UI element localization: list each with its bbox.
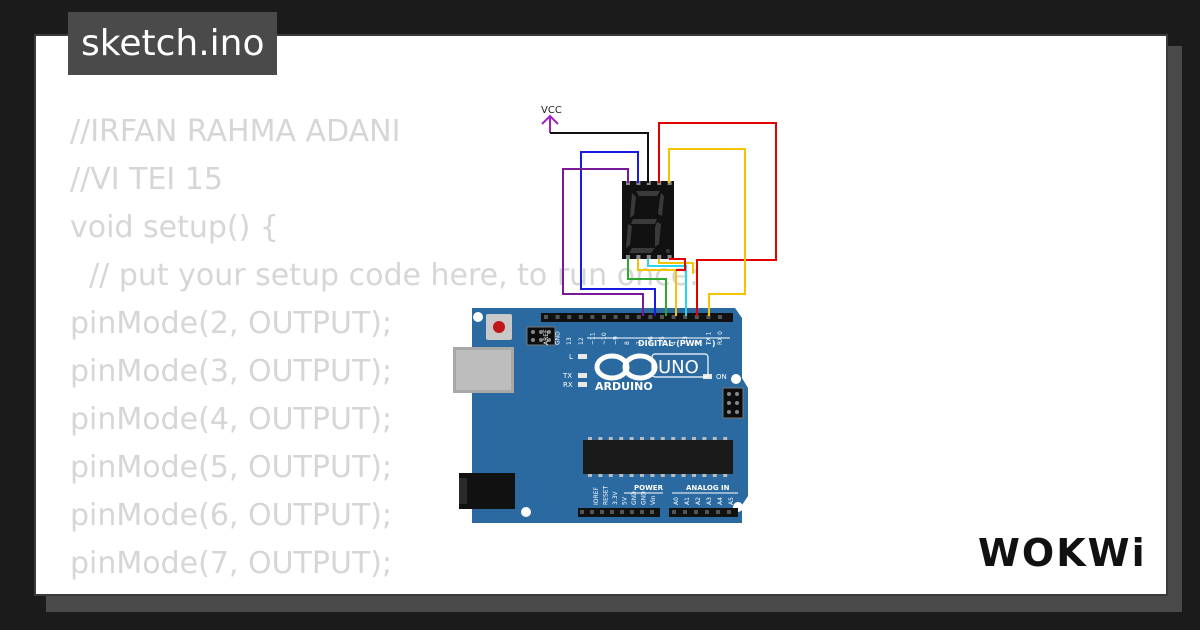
svg-text:RX: RX bbox=[563, 381, 573, 389]
digital-pin-label: 12 bbox=[578, 337, 585, 345]
digital-header-label: DIGITAL (PWM ~) bbox=[638, 339, 716, 348]
digital-pin-label: ~10 bbox=[601, 332, 608, 345]
digital-pin-label: ~11 bbox=[589, 332, 596, 345]
uno-model-text: UNO bbox=[658, 357, 699, 378]
svg-text:L: L bbox=[569, 353, 573, 361]
analog-header bbox=[669, 508, 738, 517]
power-jack bbox=[459, 473, 515, 509]
digital-pin-label: ~5 bbox=[659, 336, 666, 345]
code-line: pinMode(7, OUTPUT); bbox=[70, 546, 393, 581]
digital-pin-label: TX 1 bbox=[705, 331, 712, 346]
power-pin-label: GND bbox=[641, 491, 648, 505]
power-pin-label: RESET bbox=[603, 485, 610, 505]
digital-pin-label: 2 bbox=[694, 341, 701, 345]
vcc-symbol: VCC bbox=[541, 105, 562, 133]
wokwi-logo-text: WOKWi bbox=[978, 531, 1147, 574]
analog-pin-label: A4 bbox=[717, 497, 724, 505]
file-name-tab[interactable]: sketch.ino bbox=[68, 12, 278, 75]
analog-pin-label: A2 bbox=[695, 497, 702, 505]
analog-label: ANALOG IN bbox=[686, 484, 730, 492]
svg-text:ON: ON bbox=[716, 373, 727, 381]
code-line: pinMode(2, OUTPUT); bbox=[70, 306, 393, 341]
power-label: POWER bbox=[634, 484, 664, 492]
code-line: pinMode(5, OUTPUT); bbox=[70, 450, 393, 485]
vcc-label: VCC bbox=[541, 105, 562, 116]
power-pin-label: GND bbox=[631, 491, 638, 505]
digital-pin-label: 4 bbox=[671, 341, 678, 345]
seven-segment-display[interactable] bbox=[622, 181, 674, 259]
digital-pin-label: 8 bbox=[624, 341, 631, 345]
arduino-infinity-logo bbox=[594, 353, 658, 381]
code-line: pinMode(3, OUTPUT); bbox=[70, 354, 393, 389]
wires bbox=[550, 122, 777, 316]
analog-pin-label: A5 bbox=[728, 497, 735, 505]
digital-pin-label: 13 bbox=[566, 337, 573, 345]
svg-text:TX: TX bbox=[562, 372, 572, 380]
digital-pin-label: 7 bbox=[636, 341, 643, 345]
digital-pin-label: ~3 bbox=[682, 336, 689, 345]
digital-pin-label: ~6 bbox=[647, 336, 654, 345]
analog-pin-label: A0 bbox=[673, 497, 680, 505]
wokwi-logo: WOKWi bbox=[978, 531, 1147, 574]
power-pin-label: 5V bbox=[622, 496, 629, 505]
digital-pin-label: AREF bbox=[543, 329, 550, 345]
analog-pin-label: A3 bbox=[706, 497, 713, 505]
code-line: pinMode(6, OUTPUT); bbox=[70, 498, 393, 533]
power-pin-label: Vin bbox=[650, 495, 657, 505]
code-line: void setup() { bbox=[70, 210, 279, 245]
code-line: //VI TEI 15 bbox=[70, 162, 223, 197]
arduino-brand-text: ARDUINO bbox=[595, 380, 653, 393]
atmega-chip bbox=[583, 440, 733, 474]
code-line: pinMode(4, OUTPUT); bbox=[70, 402, 393, 437]
digital-pin-label: GND bbox=[555, 331, 562, 345]
power-pin-label: IOREF bbox=[593, 487, 600, 505]
code-line: // put your setup code here, to run once… bbox=[70, 258, 700, 293]
power-pin-label: 3.3V bbox=[612, 490, 619, 505]
code-line: //IRFAN RAHMA ADANI bbox=[70, 114, 401, 149]
code-editor: //IRFAN RAHMA ADANI //VI TEI 15 void setup… bbox=[70, 108, 700, 594]
digital-pin-label: ~9 bbox=[613, 336, 620, 345]
analog-pin-label: A1 bbox=[684, 497, 691, 505]
power-header bbox=[578, 508, 660, 517]
